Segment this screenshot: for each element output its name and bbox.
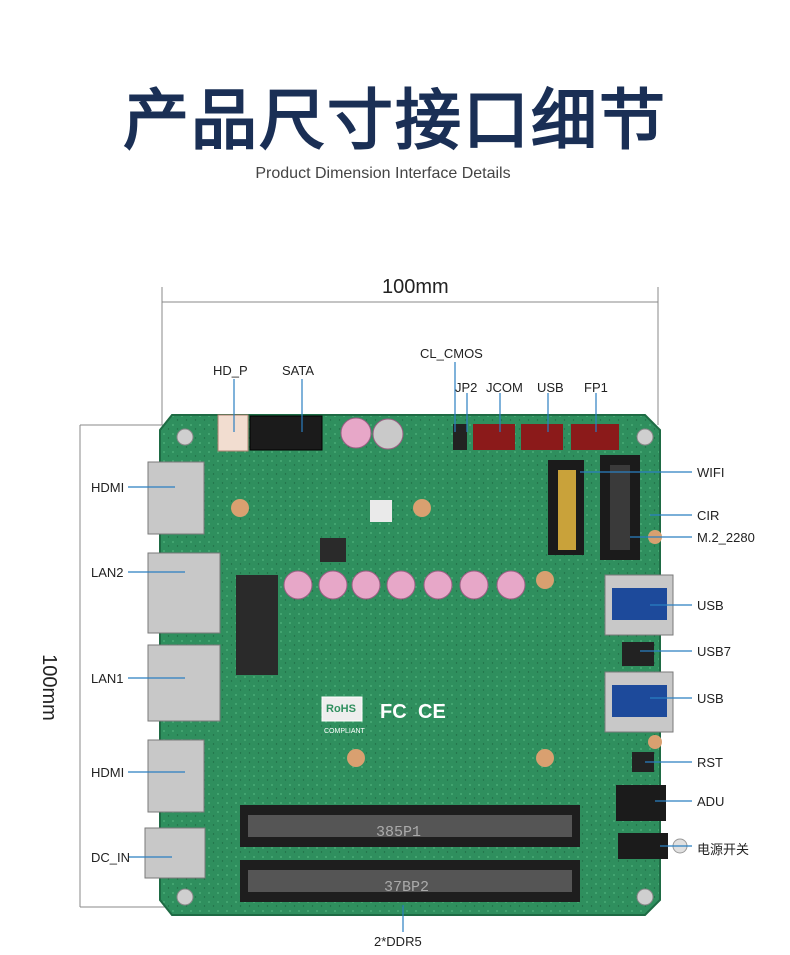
label-hdmi-bottom: HDMI <box>91 765 125 780</box>
label-usb-right-1: USB <box>697 598 724 613</box>
dimm-bottom-text: 37BP2 <box>384 879 429 896</box>
label-rst: RST <box>697 755 723 770</box>
label-sata: SATA <box>282 363 315 378</box>
label-hd-p: HD_P <box>213 363 248 378</box>
left-ports <box>144 461 221 879</box>
label-jcom: JCOM <box>486 380 523 395</box>
pin-headers <box>453 424 619 450</box>
sata-connector <box>249 415 323 451</box>
hd-p-connector <box>217 414 249 452</box>
right-ports <box>604 530 688 859</box>
label-lan1: LAN1 <box>91 671 124 686</box>
label-power-switch: 电源开关 <box>697 842 750 857</box>
label-usb7: USB7 <box>697 644 731 659</box>
label-dc-in: DC_IN <box>91 850 131 865</box>
label-usb-right-2: USB <box>697 691 724 706</box>
rohs-logo: RoHS <box>326 703 356 715</box>
height-dimension <box>79 424 175 908</box>
height-label: 100mm <box>37 654 60 721</box>
fcc-logo: FC <box>380 701 407 723</box>
label-fp1: FP1 <box>584 380 608 395</box>
label-ddr5: 2*DDR5 <box>374 934 422 949</box>
dimm-top-text: 385P1 <box>376 824 421 841</box>
width-dimension <box>161 287 659 425</box>
label-cir: CIR <box>697 508 720 523</box>
ce-logo: CE <box>418 701 446 723</box>
motherboard <box>159 414 661 916</box>
label-adu: ADU <box>697 794 725 809</box>
label-usb-top: USB <box>537 380 564 395</box>
page-subtitle: Product Dimension Interface Details <box>255 165 511 182</box>
width-label: 100mm <box>382 276 449 298</box>
ddr-slots <box>240 805 580 902</box>
page-title: 产品尺寸接口细节 <box>123 82 667 159</box>
leader-lines <box>128 362 692 932</box>
capacitors <box>283 417 526 600</box>
label-jp2: JP2 <box>455 380 478 395</box>
label-wifi: WIFI <box>697 465 725 480</box>
label-cl-cmos: CL_CMOS <box>420 346 483 361</box>
rohs-compliant: COMPLIANT <box>324 728 366 735</box>
label-hdmi-top: HDMI <box>91 480 125 495</box>
label-m2: M.2_2280 <box>697 530 755 545</box>
label-lan2: LAN2 <box>91 565 124 580</box>
board-components <box>231 499 554 767</box>
